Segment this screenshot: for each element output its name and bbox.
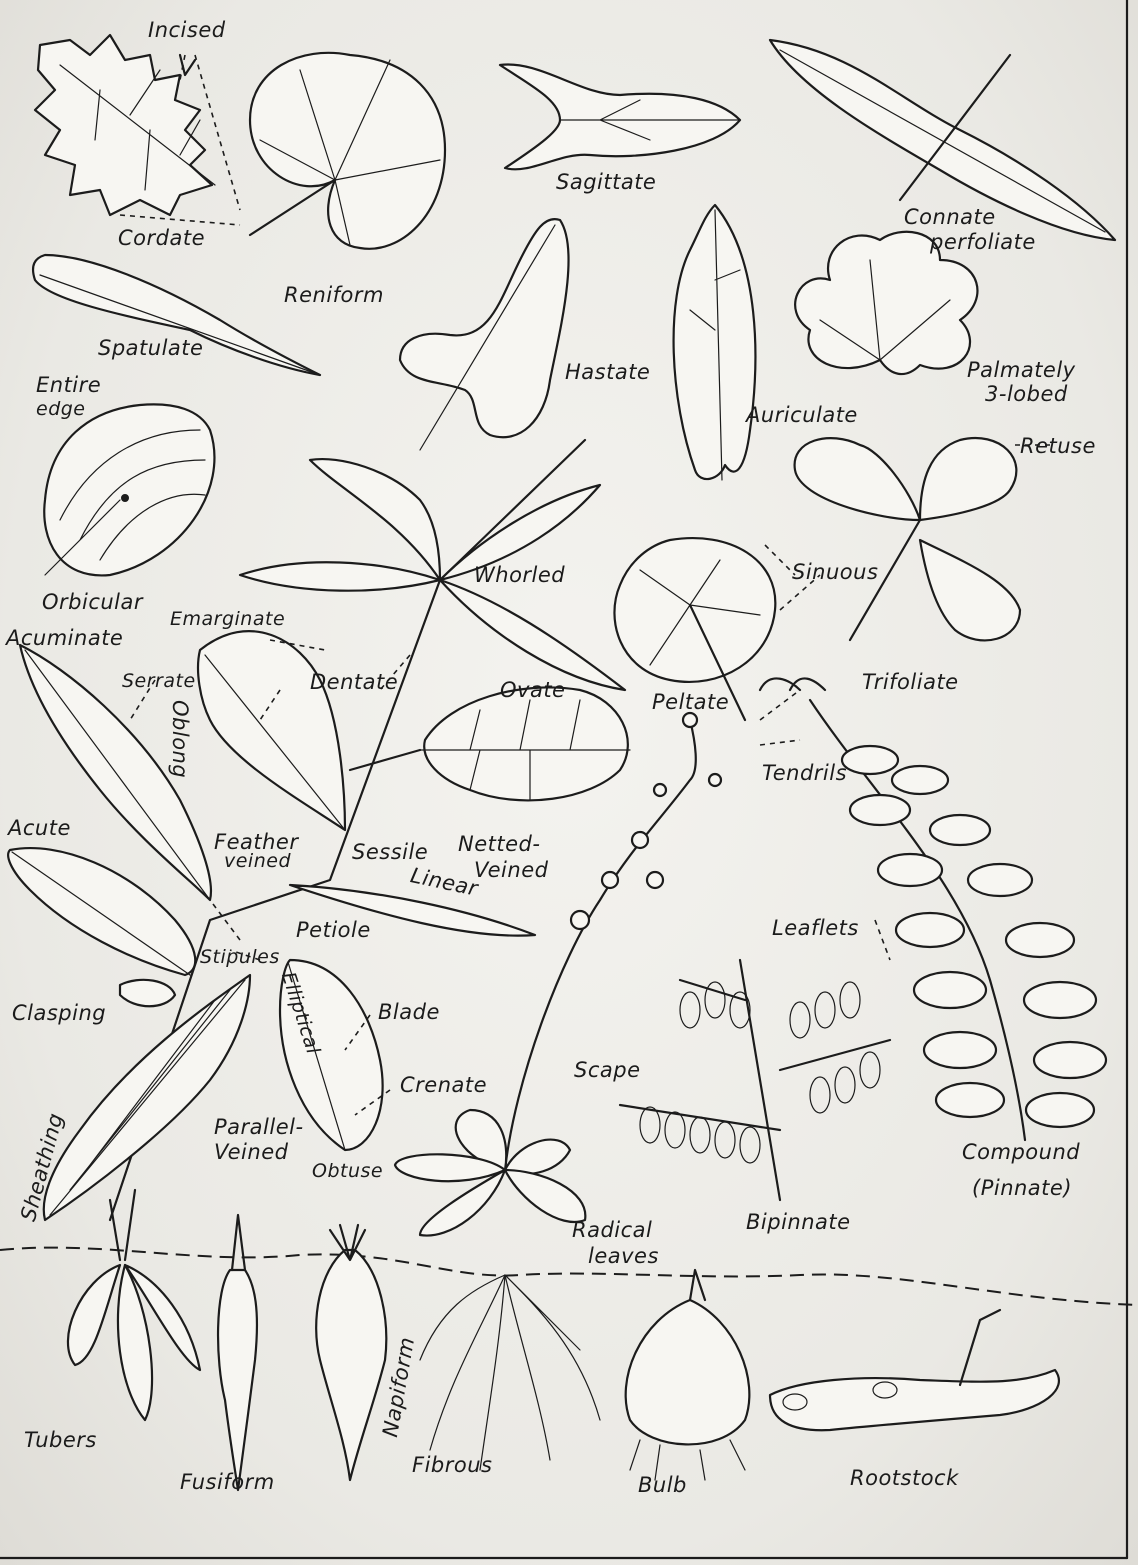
- label-spatulate: Spatulate: [98, 338, 203, 359]
- label-orbicular: Orbicular: [42, 592, 143, 613]
- label-obtuse: Obtuse: [312, 1162, 383, 1181]
- label-incised: Incised: [148, 20, 226, 41]
- label-netted-veined: Veined: [474, 860, 548, 881]
- label-retuse: Retuse: [1020, 436, 1096, 457]
- label-fusiform: Fusiform: [180, 1472, 275, 1493]
- label-auriculate: Auriculate: [746, 405, 858, 426]
- label-sagittate: Sagittate: [556, 172, 656, 193]
- label-tubers: Tubers: [24, 1430, 97, 1451]
- bulb-drawing: [626, 1270, 750, 1480]
- label-ovate: Ovate: [500, 680, 565, 701]
- orbicular-leaf-drawing: [44, 404, 214, 575]
- label-perfoliate: perfoliate: [930, 232, 1036, 253]
- label-reniform: Reniform: [284, 285, 384, 306]
- label-dentate: Dentate: [310, 672, 398, 693]
- label-sinuous: Sinuous: [792, 562, 878, 583]
- label-clasping: Clasping: [12, 1003, 106, 1024]
- label-fibrous: Fibrous: [412, 1455, 492, 1476]
- label-entire: Entire: [36, 375, 101, 396]
- label-whorled: Whorled: [474, 565, 565, 586]
- label-parallel: Parallel-: [214, 1117, 304, 1138]
- label-cordate: Cordate: [118, 228, 205, 249]
- label-veined: veined: [224, 852, 291, 871]
- label-stipules: Stipules: [200, 948, 280, 967]
- label-scape: Scape: [574, 1060, 641, 1081]
- label-palmately: Palmately: [967, 360, 1076, 381]
- label-sessile: Sessile: [352, 842, 428, 863]
- label-tendrils: Tendrils: [762, 763, 847, 784]
- label-peltate: Peltate: [652, 692, 729, 713]
- label-acuminate: Acuminate: [6, 628, 123, 649]
- napiform-drawing: [316, 1225, 386, 1480]
- hastate-leaf-drawing: [400, 219, 569, 450]
- reniform-leaf-drawing: [250, 53, 445, 249]
- tubers-drawing: [68, 1190, 200, 1420]
- oblong-dentate-leaf-drawing: [198, 631, 345, 830]
- radical-leaves-drawing: [395, 1110, 585, 1236]
- label-bipinnate: Bipinnate: [746, 1212, 851, 1233]
- fibrous-roots-drawing: [420, 1275, 600, 1470]
- rootstock-drawing: [770, 1310, 1059, 1430]
- label-radical-leaves: leaves: [588, 1246, 659, 1267]
- label-edge: edge: [36, 400, 86, 419]
- sagittate-leaf-drawing: [500, 65, 740, 170]
- label-compound: Compound: [962, 1142, 1080, 1163]
- label-pinnate: (Pinnate): [972, 1178, 1072, 1199]
- label-bulb: Bulb: [638, 1475, 687, 1496]
- label-serrate: Serrate: [122, 672, 196, 691]
- label-trifoliate: Trifoliate: [862, 672, 959, 693]
- label-petiole: Petiole: [296, 920, 371, 941]
- label-oblong: Oblong: [169, 700, 190, 778]
- soil-line: [0, 1248, 1138, 1305]
- incised-cordate-leaf-drawing: [35, 35, 215, 215]
- label-emarginate: Emarginate: [170, 610, 285, 629]
- label-blade: Blade: [378, 1002, 440, 1023]
- label-crenate: Crenate: [400, 1075, 487, 1096]
- label-acute: Acute: [8, 818, 71, 839]
- label-3-lobed: 3-lobed: [985, 384, 1068, 405]
- label-hastate: Hastate: [565, 362, 650, 383]
- auriculate-leaf-drawing: [674, 205, 756, 480]
- trifoliate-leaf-drawing: [795, 438, 1020, 640]
- ovate-netted-leaf-drawing: [350, 687, 630, 800]
- label-leaflets: Leaflets: [772, 918, 859, 939]
- label-netted: Netted-: [458, 834, 540, 855]
- label-rootstock: Rootstock: [850, 1468, 959, 1489]
- bipinnate-leaf-drawing: [620, 960, 890, 1200]
- label-parallel-veined: Veined: [214, 1142, 288, 1163]
- acute-leaf-drawing: [8, 848, 195, 975]
- compound-pinnate-leaf-drawing: [760, 678, 1106, 1140]
- label-radical: Radical: [572, 1220, 652, 1241]
- label-connate: Connate: [904, 207, 996, 228]
